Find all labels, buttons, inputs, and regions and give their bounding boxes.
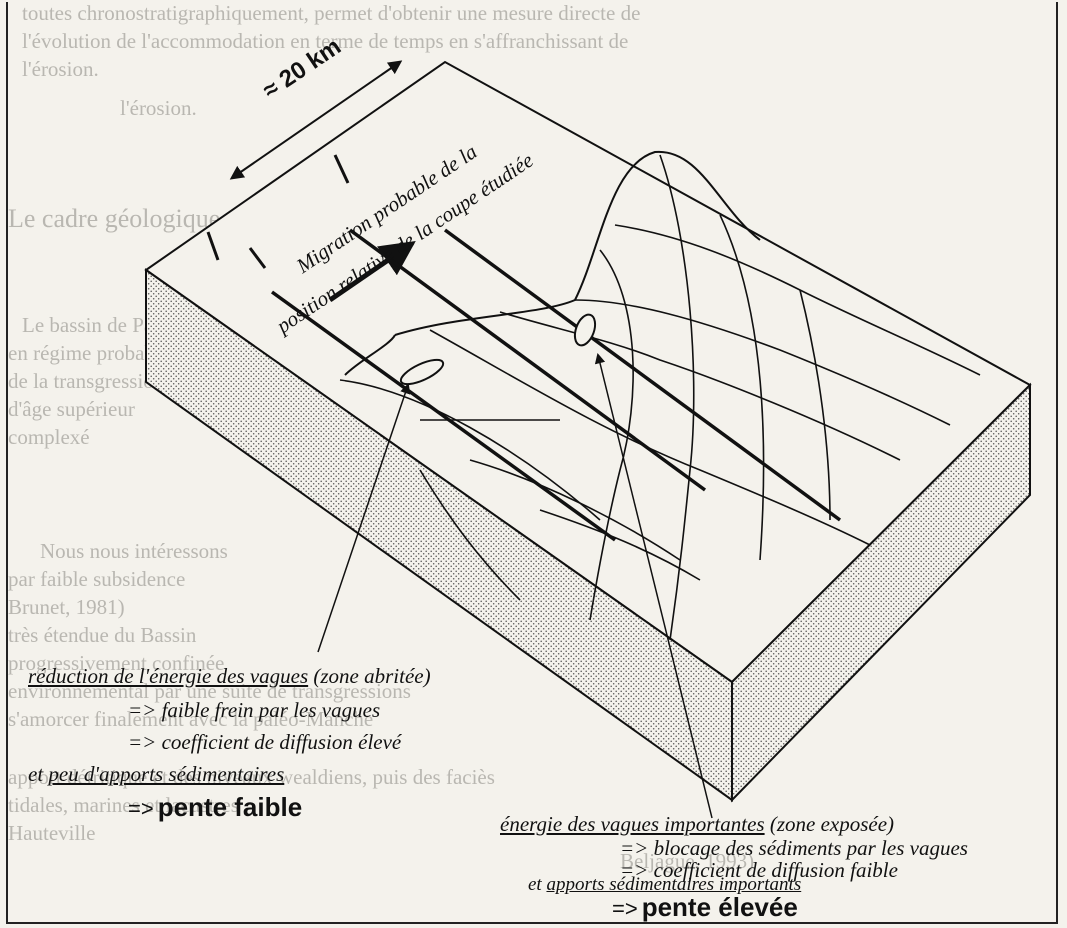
left-block-line1: => faible frein par les vagues: [128, 698, 381, 722]
relief-outline: [344, 334, 396, 376]
right-result-arrow: =>: [612, 896, 638, 921]
left-result-text: pente faible: [157, 792, 303, 822]
relief-grid-line: [659, 154, 695, 641]
left-block-line3-underlined: peu d'apports sédimentaires: [48, 762, 285, 786]
left-block-result: => pente faible: [128, 792, 302, 823]
relief-grid-line: [419, 469, 521, 601]
left-block-title-row: réduction de l'énergie des vagues (zone …: [28, 664, 431, 689]
section-line: [443, 228, 842, 522]
section-tick: [248, 247, 267, 269]
relief-grid-line: [589, 249, 634, 621]
right-block-result: => pente élevée: [612, 892, 798, 923]
relief-grid-line: [539, 509, 701, 581]
pointer-arrow: [317, 383, 411, 653]
relief-grid-line: [719, 214, 765, 561]
right-block-line3: et apports sédimentaires importants: [528, 874, 801, 896]
relief-grid-line: [499, 311, 901, 461]
right-block-line2: => coefficient de diffusion faible: [620, 858, 898, 882]
migration-arrow: [328, 241, 416, 303]
section-line: [348, 228, 707, 492]
section-tick: [206, 231, 220, 261]
position-marker: [399, 358, 445, 386]
relief-grid-line: [799, 289, 831, 521]
block-right-face: [731, 382, 1031, 803]
left-block-line3: et peu d'apports sédimentaires: [28, 762, 284, 787]
right-block-title-row: énergie des vagues importantes (zone exp…: [500, 812, 894, 837]
relief-grid-line: [339, 379, 601, 521]
relief-outline: [394, 150, 761, 336]
position-marker: [573, 313, 597, 347]
right-block-line3-prefix: et: [528, 874, 542, 895]
relief-grid-line: [574, 299, 951, 426]
left-block-title-suffix: (zone abritée): [313, 664, 431, 688]
left-block-line3-prefix: et: [28, 762, 44, 786]
right-block-title-suffix: (zone exposée): [769, 812, 895, 836]
figure-frame: [6, 2, 1058, 924]
right-result-text: pente élevée: [641, 892, 798, 922]
scale-arrow: [229, 60, 403, 180]
left-block-title: réduction de l'énergie des vagues: [28, 664, 309, 688]
relief-grid-line: [429, 329, 871, 546]
section-tick: [333, 154, 350, 184]
pointer-arrow: [594, 352, 713, 819]
right-block-line1: => blocage des sédiments par les vagues: [620, 836, 968, 860]
right-block-line3-underlined: apports sédimentaires importants: [546, 874, 802, 895]
right-block-title: énergie des vagues importantes: [500, 812, 765, 836]
left-result-arrow: =>: [128, 796, 154, 821]
section-line: [270, 290, 617, 542]
left-block-line2: => coefficient de diffusion élevé: [128, 730, 402, 754]
